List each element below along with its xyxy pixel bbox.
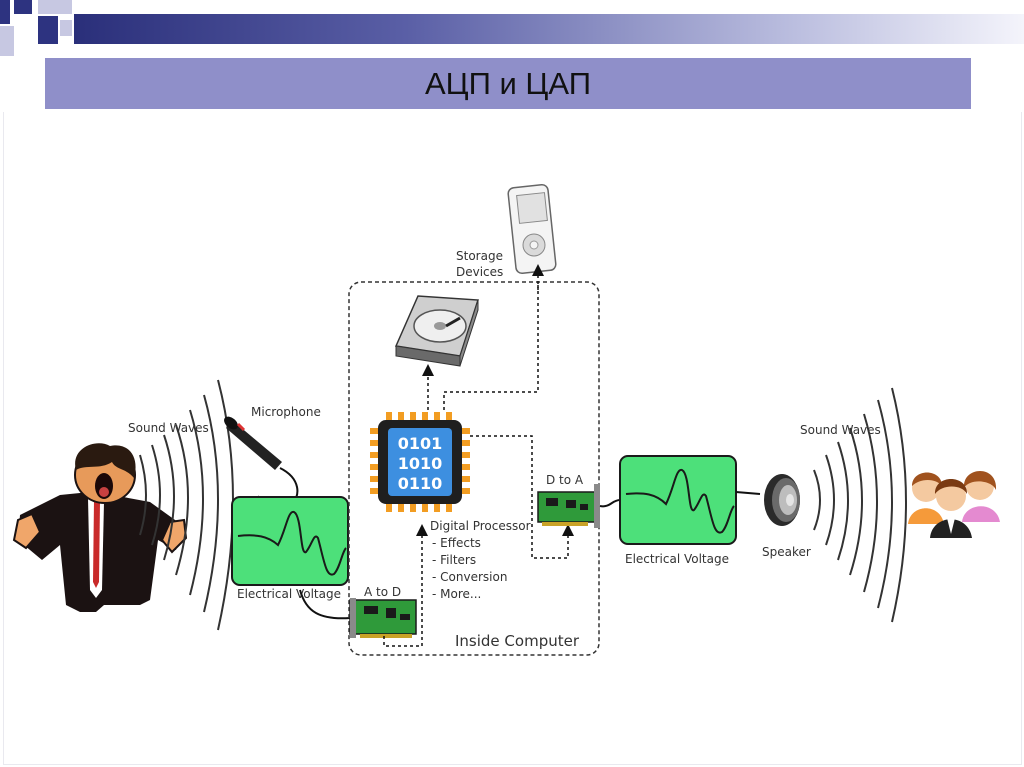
chip-bits-line3: 0110 — [398, 474, 443, 493]
data-flow-paths — [383, 264, 574, 647]
corner-square-3 — [38, 0, 72, 14]
d-to-a-card — [537, 484, 600, 528]
corner-square-6 — [60, 20, 72, 36]
processor-item-filters: - Filters — [432, 553, 476, 567]
electrical-voltage-left-label: Electrical Voltage — [237, 587, 341, 601]
processor-chip: 0101 1010 0110 — [370, 412, 470, 512]
digital-processor-label: Digital Processor — [430, 519, 531, 533]
chip-bits-line2: 1010 — [398, 454, 443, 473]
d-to-a-label: D to A — [546, 473, 584, 487]
wire-scope-to-adc — [299, 589, 351, 620]
speaker-icon — [764, 474, 800, 526]
slide-frame — [3, 112, 1022, 765]
wire-scope-to-speaker — [735, 491, 761, 495]
singer-figure — [12, 443, 188, 612]
top-gradient-bar — [74, 14, 1024, 44]
processor-item-more: - More... — [432, 587, 481, 601]
title-band: АЦП и ЦАП — [45, 58, 971, 109]
media-player-icon — [507, 183, 557, 275]
storage-devices-label-line2: Devices — [456, 265, 503, 279]
chip-pins — [370, 412, 470, 512]
hard-drive-icon — [394, 295, 480, 367]
processor-item-conversion: - Conversion — [432, 570, 507, 584]
processor-item-effects: - Effects — [432, 536, 481, 550]
speaker-label: Speaker — [762, 545, 811, 559]
wire-dac-to-scope — [599, 499, 621, 508]
inside-computer-label: Inside Computer — [455, 632, 580, 650]
corner-square-1 — [0, 0, 10, 24]
storage-devices-label-line1: Storage — [456, 249, 503, 263]
corner-square-2 — [14, 0, 32, 14]
corner-square-4 — [0, 26, 14, 56]
a-to-d-label: A to D — [364, 585, 401, 599]
oscilloscope-right — [619, 455, 737, 545]
microphone-label: Microphone — [251, 405, 321, 419]
sound-waves-left — [139, 379, 234, 631]
inside-computer-box — [348, 281, 600, 656]
sound-waves-right — [813, 387, 907, 623]
sound-waves-left-label: Sound Waves — [128, 421, 209, 435]
oscilloscope-left — [231, 496, 349, 586]
slide-title: АЦП и ЦАП — [425, 65, 591, 101]
electrical-voltage-right-label: Electrical Voltage — [625, 552, 729, 566]
a-to-d-card — [349, 598, 417, 638]
corner-square-5 — [38, 16, 58, 44]
chip-bits-line1: 0101 — [398, 434, 443, 453]
sound-waves-right-label: Sound Waves — [800, 423, 881, 437]
audience-icon — [908, 471, 1000, 538]
